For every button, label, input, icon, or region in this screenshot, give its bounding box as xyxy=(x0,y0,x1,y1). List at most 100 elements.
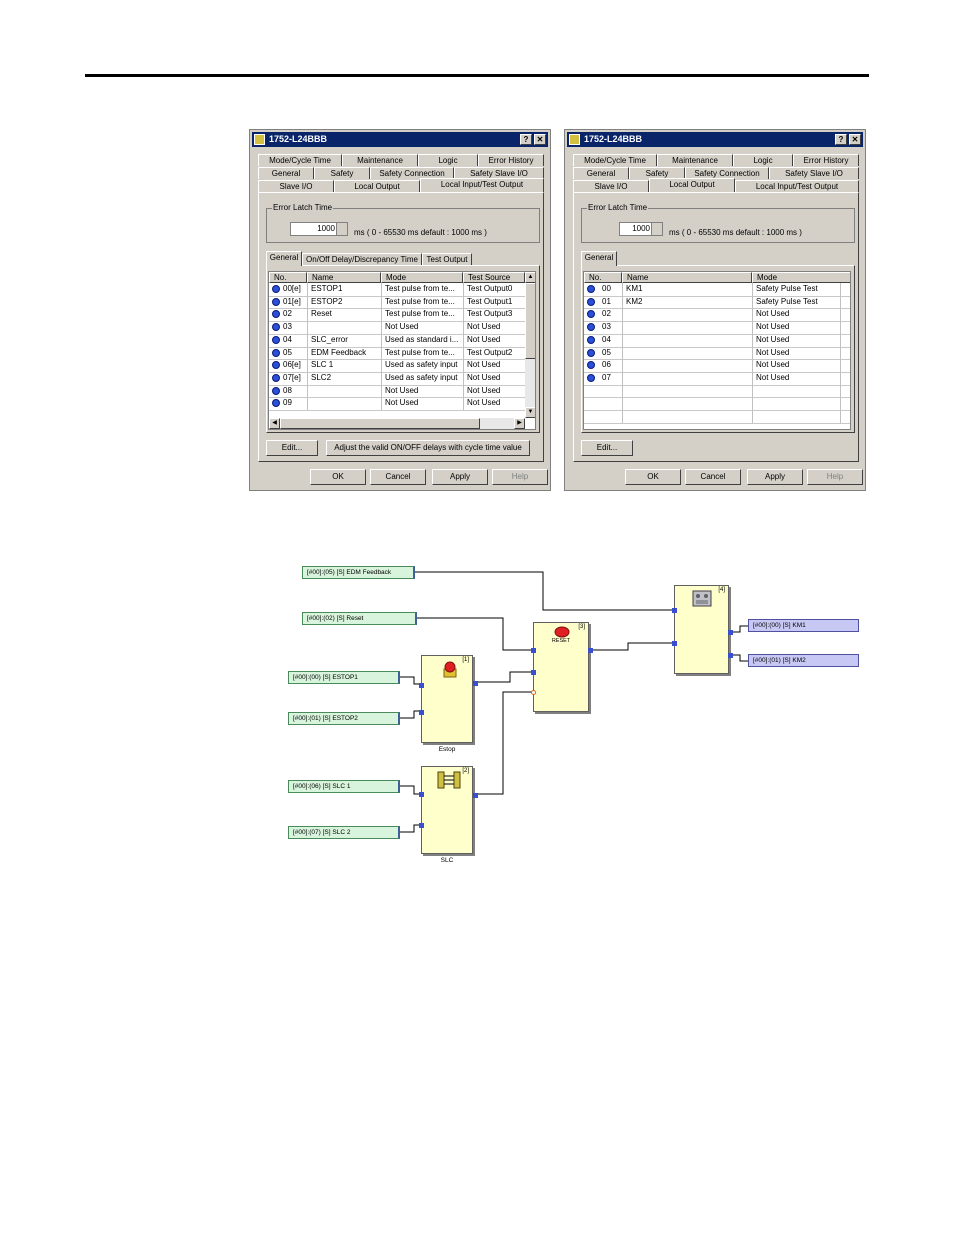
tab-maintenance[interactable]: Maintenance xyxy=(342,154,418,166)
tab-slave-io[interactable]: Slave I/O xyxy=(573,180,649,192)
tag-edm-feedback[interactable]: [#00]:(05) [S] EDM Feedback xyxy=(302,566,415,579)
tag-slc2[interactable]: [#00]:(07) [S] SLC 2 xyxy=(288,826,400,839)
hscroll-thumb[interactable] xyxy=(280,418,480,429)
tab-logic[interactable]: Logic xyxy=(418,154,478,166)
tab-maintenance[interactable]: Maintenance xyxy=(657,154,733,166)
tab-mode-cycle-time[interactable]: Mode/Cycle Time xyxy=(258,154,342,166)
col-header-no[interactable]: No. xyxy=(584,272,622,283)
col-header-mode[interactable]: Mode xyxy=(752,272,850,283)
scroll-right-icon[interactable]: ▶ xyxy=(514,418,525,429)
estop-input-port[interactable] xyxy=(419,710,424,715)
edm-function-block[interactable]: [4] xyxy=(672,585,733,674)
reset-output-port[interactable] xyxy=(588,648,593,653)
tab-safety-slave-io[interactable]: Safety Slave I/O xyxy=(769,167,859,179)
subtab-onoff-delay[interactable]: On/Off Delay/Discrepancy Time xyxy=(302,253,422,265)
col-header-mode[interactable]: Mode xyxy=(381,272,463,283)
col-header-test-source[interactable]: Test Source xyxy=(463,272,525,283)
help-title-button[interactable]: ? xyxy=(520,134,532,145)
tab-general[interactable]: General xyxy=(573,167,629,179)
close-icon[interactable]: ✕ xyxy=(534,134,546,145)
reset-inverted-input-port[interactable] xyxy=(531,690,536,695)
horizontal-scrollbar[interactable]: ◀ ▶ xyxy=(269,418,525,429)
latch-time-spinner[interactable]: 1000 xyxy=(290,222,348,236)
estop-function-block[interactable]: [1] Estop xyxy=(419,655,478,753)
slc-output-port[interactable] xyxy=(473,793,478,798)
edm-input-port[interactable] xyxy=(672,608,677,613)
help-button[interactable]: Help xyxy=(492,469,548,485)
scroll-up-icon[interactable]: ▲ xyxy=(525,272,535,283)
tab-local-output[interactable]: Local Output xyxy=(649,178,735,192)
apply-button[interactable]: Apply xyxy=(747,469,803,485)
scroll-down-icon[interactable]: ▼ xyxy=(525,407,535,418)
title-bar[interactable]: 1752-L24BBB ? ✕ xyxy=(567,132,863,147)
tab-safety[interactable]: Safety xyxy=(314,167,370,179)
tab-safety-connection[interactable]: Safety Connection xyxy=(685,167,769,179)
tab-safety-connection[interactable]: Safety Connection xyxy=(370,167,454,179)
reset-input-port[interactable] xyxy=(531,670,536,675)
reset-function-block[interactable]: [3] RESET xyxy=(531,622,593,712)
tab-error-history[interactable]: Error History xyxy=(793,154,859,166)
edit-button[interactable]: Edit... xyxy=(581,440,633,456)
col-header-no[interactable]: No. xyxy=(269,272,307,283)
title-bar[interactable]: 1752-L24BBB ? ✕ xyxy=(252,132,548,147)
tab-logic[interactable]: Logic xyxy=(733,154,793,166)
tab-mode-cycle-time[interactable]: Mode/Cycle Time xyxy=(573,154,657,166)
tab-error-history[interactable]: Error History xyxy=(478,154,544,166)
close-icon[interactable]: ✕ xyxy=(849,134,861,145)
edm-output-port[interactable] xyxy=(728,653,733,658)
tab-local-input-test-output[interactable]: Local Input/Test Output xyxy=(735,180,859,192)
slc-function-block[interactable]: [2] SLC xyxy=(419,766,478,864)
ok-button[interactable]: OK xyxy=(625,469,681,485)
tag-km1[interactable]: [#00]:(00) [S] KM1 xyxy=(748,619,859,632)
edm-input-port[interactable] xyxy=(672,641,677,646)
tag-slc1[interactable]: [#00]:(06) [S] SLC 1 xyxy=(288,780,400,793)
slc-input-port[interactable] xyxy=(419,792,424,797)
apply-button[interactable]: Apply xyxy=(432,469,488,485)
estop-output-port[interactable] xyxy=(473,681,478,686)
tag-km2[interactable]: [#00]:(01) [S] KM2 xyxy=(748,654,859,667)
tab-safety-slave-io[interactable]: Safety Slave I/O xyxy=(454,167,544,179)
tag-estop1[interactable]: [#00]:(00) [S] ESTOP1 xyxy=(288,671,400,684)
ok-button[interactable]: OK xyxy=(310,469,366,485)
cancel-button[interactable]: Cancel xyxy=(685,469,741,485)
tag-estop2[interactable]: [#00]:(01) [S] ESTOP2 xyxy=(288,712,400,725)
subtab-general[interactable]: General xyxy=(581,251,617,266)
edm-output-port[interactable] xyxy=(728,630,733,635)
adjust-delays-button[interactable]: Adjust the valid ON/OFF delays with cycl… xyxy=(326,440,530,456)
scroll-thumb[interactable] xyxy=(525,283,535,359)
tab-local-input-test-output[interactable]: Local Input/Test Output xyxy=(420,178,544,192)
estop-input-port[interactable] xyxy=(419,683,424,688)
col-header-name[interactable]: Name xyxy=(622,272,752,283)
help-title-button[interactable]: ? xyxy=(835,134,847,145)
help-button[interactable]: Help xyxy=(807,469,863,485)
latch-time-spinner[interactable]: 1000 xyxy=(619,222,663,236)
subtab-general[interactable]: General xyxy=(266,251,302,266)
tab-slave-io[interactable]: Slave I/O xyxy=(258,180,334,192)
col-header-name[interactable]: Name xyxy=(307,272,381,283)
slc-input-port[interactable] xyxy=(419,823,424,828)
tag-reset[interactable]: [#00]:(02) [S] Reset xyxy=(302,612,417,625)
spinner-arrows-icon[interactable] xyxy=(336,223,347,235)
tab-safety[interactable]: Safety xyxy=(629,167,685,179)
vertical-scrollbar[interactable]: ▲ ▼ xyxy=(525,272,535,418)
tab-general[interactable]: General xyxy=(258,167,314,179)
reset-input-port[interactable] xyxy=(531,648,536,653)
